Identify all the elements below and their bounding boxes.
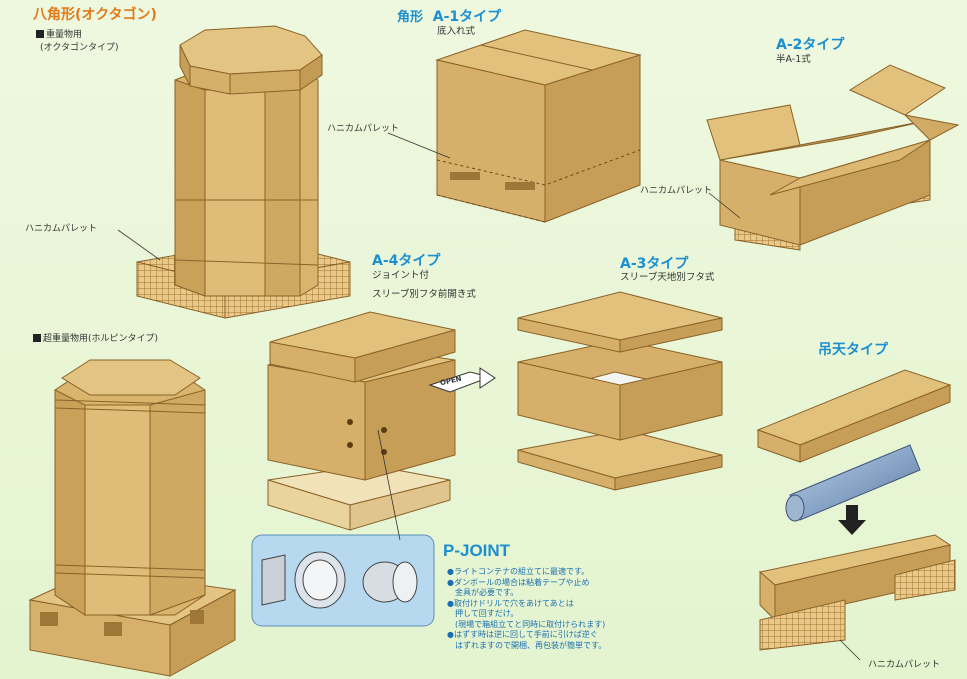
octagon-pallet-label: ハニカムパレット xyxy=(25,224,98,234)
octagon-subtitle-text: 重量物用 xyxy=(46,30,83,40)
pjoint-notes: ●ライトコンテナの組立てに最適です。 ●ダンボールの場合は粘着テープや止め 金具… xyxy=(447,567,606,651)
a2-pallet-label: ハニカムパレット xyxy=(640,186,713,196)
a2-subtitle: 半A-1式 xyxy=(776,54,811,65)
pjoint-note: ●ダンボールの場合は粘着テープや止め xyxy=(447,577,590,587)
pjoint-note: ●ライトコンテナの組立てに最適です。 xyxy=(447,567,590,576)
a1-pallet-label: ハニカムパレット xyxy=(327,124,400,134)
a1-prefix: 角形 xyxy=(397,10,424,25)
octagon-title: 八角形(オクタゴン) xyxy=(33,7,157,23)
pjoint-note: はずれますので開梱、再包装が簡単です。 xyxy=(447,640,607,650)
a4-box xyxy=(267,311,496,531)
pjoint-note: (現場で箱組立てと同時に取付けられます) xyxy=(447,619,606,629)
a4-line2: スリーブ別フタ前開き式 xyxy=(372,289,476,300)
a4-line1: ジョイント付 xyxy=(372,270,430,281)
pjoint-note: ●取付けドリルで穴をあけてあとは xyxy=(447,598,574,608)
tsuriten-pallet-label: ハニカムパレット xyxy=(868,660,941,670)
bullet-square-icon xyxy=(36,30,44,38)
super-heavy-title: 超重量物用(ホルピンタイプ) xyxy=(33,334,158,344)
a1-title-text: A-1タイプ xyxy=(432,9,502,25)
a4-title: A-4タイプ xyxy=(372,253,441,269)
a3-subtitle: スリーブ天地別フタ式 xyxy=(620,272,715,283)
a1-title: 角形 A-1タイプ xyxy=(397,9,501,26)
tsuriten-box xyxy=(756,369,956,651)
bullet-square-icon xyxy=(33,334,41,342)
super-heavy-title-text: 超重量物用(ホルピンタイプ) xyxy=(43,334,159,344)
pjoint-note: ●はずす時は逆に回して手前に引けば逆ぐ xyxy=(447,630,598,640)
a1-box xyxy=(435,29,642,223)
pjoint-title: P-JOINT xyxy=(443,541,511,560)
a1-subtitle: 底入れ式 xyxy=(437,26,476,37)
leader-lines xyxy=(117,132,861,661)
pjoint-note: 金具が必要です。 xyxy=(447,588,519,598)
tsuriten-title: 吊天タイプ xyxy=(818,342,888,358)
octagon-subtitle: 重量物用 xyxy=(36,30,82,40)
a3-box xyxy=(517,291,723,491)
a3-title: A-3タイプ xyxy=(620,256,689,272)
octagon-subtitle2: (オクタゴンタイプ) xyxy=(40,43,119,53)
pjoint-note: 押して回すだけ。 xyxy=(447,609,519,619)
a2-title: A-2タイプ xyxy=(776,37,845,53)
octagon-container xyxy=(136,25,351,319)
super-heavy-container xyxy=(28,359,237,677)
pjoint-panel xyxy=(251,534,435,627)
a2-box xyxy=(706,64,960,251)
